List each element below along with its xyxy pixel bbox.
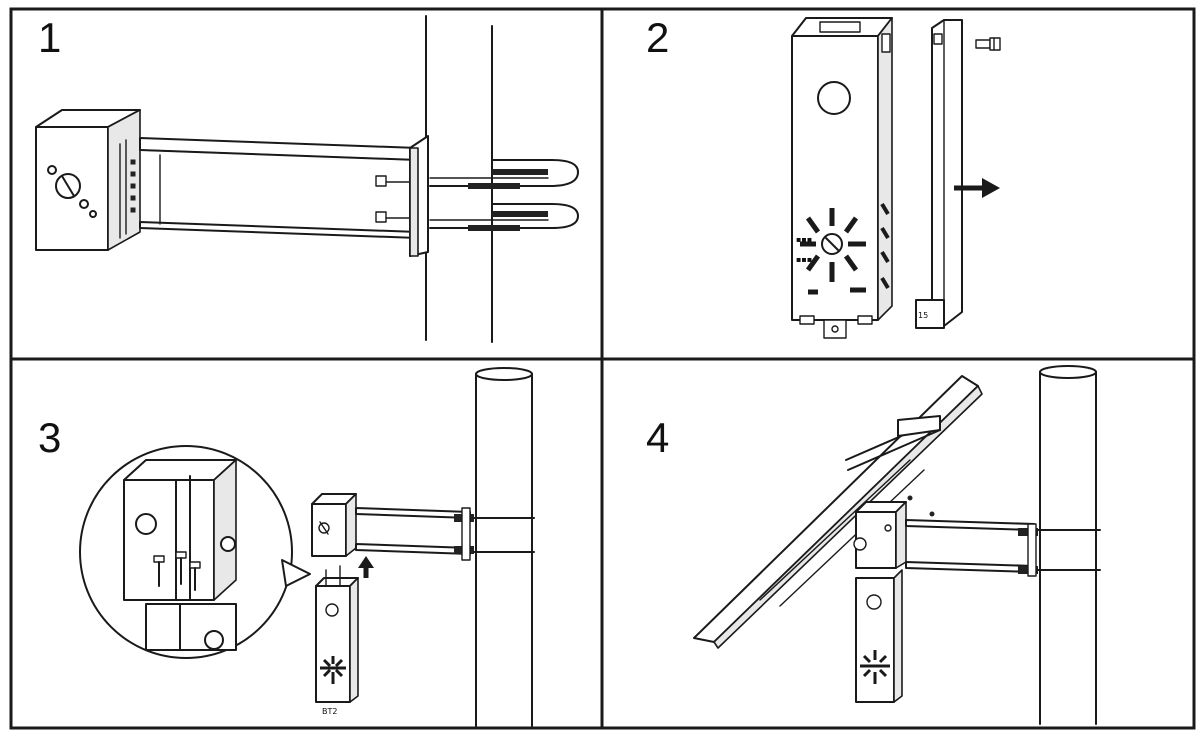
box-side-holes <box>130 159 136 213</box>
detail-bolts <box>153 551 201 591</box>
step-number-4: 4 <box>646 414 669 461</box>
svg-text:▪▪▪: ▪▪▪ <box>796 235 812 244</box>
bracket-box <box>35 109 141 251</box>
svg-text:▪▪▪: ▪▪▪ <box>796 255 812 264</box>
enclosure-label: BT2 <box>322 707 337 716</box>
plate-label: 15 <box>918 311 928 320</box>
bracket-assembly-4 <box>853 495 1101 577</box>
panel-4: 4 <box>646 365 1101 725</box>
enclosure-3: BT2 <box>315 565 359 716</box>
arrow-up-icon <box>358 556 374 578</box>
pole-3 <box>475 367 533 727</box>
bracket-arm <box>139 135 429 257</box>
step-number-2: 2 <box>646 14 669 61</box>
step-number-1: 1 <box>38 14 61 61</box>
battery-enclosure: ▪▪▪ ▪▪▪ <box>791 17 893 339</box>
u-bolt-lower <box>429 203 579 231</box>
vent-starburst: ▪▪▪ ▪▪▪ <box>796 208 866 295</box>
arrow-right-icon <box>954 178 1000 198</box>
detail-zoom-callout <box>79 445 311 659</box>
solar-panel <box>693 375 983 649</box>
panel-1: 1 <box>35 14 579 343</box>
u-bolt-upper <box>429 159 579 189</box>
panel-3: 3 <box>38 367 535 727</box>
enclosure-4 <box>855 569 903 703</box>
pole-4 <box>1039 365 1097 725</box>
step-number-3: 3 <box>38 414 61 461</box>
mounting-plate: 15 <box>915 19 963 329</box>
bolt-icon <box>975 37 1001 51</box>
bracket-assembly-3 <box>311 493 535 561</box>
panel-grid <box>9 7 1196 730</box>
panel-2: 2 <box>646 14 1001 339</box>
